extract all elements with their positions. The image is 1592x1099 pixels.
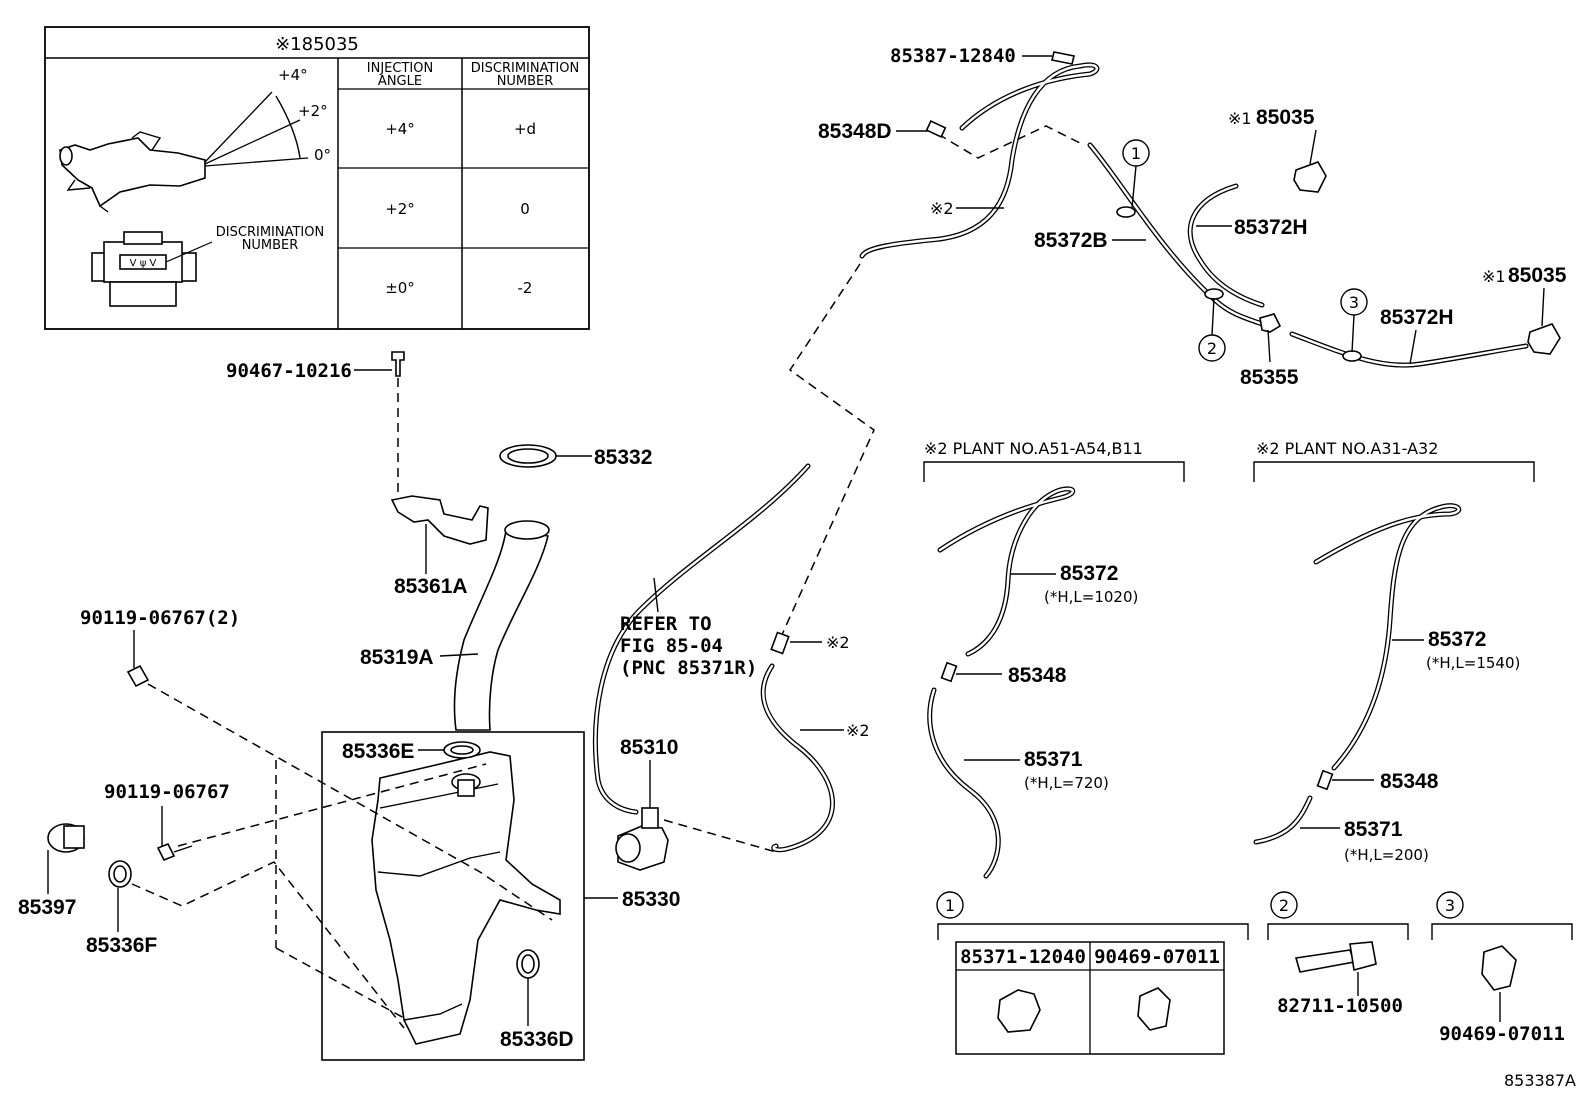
- callout-circle-3: 3: [1340, 288, 1368, 353]
- plant-a31-85372-note: (*H,L=1540): [1426, 654, 1520, 672]
- plant-a31-title: ※2 PLANT NO.A31-A32: [1256, 439, 1438, 458]
- nozzle-side-view: [59, 91, 309, 213]
- note-1-prefix: ※1: [1228, 109, 1252, 128]
- table-cell-angle: ±0°: [385, 279, 415, 297]
- nozzle-top-view: [91, 231, 197, 307]
- table-cell-number: +d: [514, 120, 536, 138]
- part-85372B: 85372B: [1034, 229, 1108, 252]
- part-85310: 85310: [620, 736, 678, 759]
- clip3-part: 90469-07011: [1439, 1023, 1565, 1045]
- part-85348D: 85348D: [818, 120, 892, 143]
- svg-text:2: 2: [1279, 896, 1289, 915]
- discrimination-mark: V ψ V: [130, 258, 157, 269]
- clip2-part: 82711-10500: [1277, 995, 1403, 1017]
- part-85336E: 85336E: [342, 740, 414, 763]
- angle-plus4-label: +4°: [278, 66, 308, 84]
- tank-assembly: [47, 351, 835, 1061]
- svg-text:3: 3: [1349, 293, 1359, 312]
- part-85035-a: 85035: [1256, 106, 1315, 129]
- clip-detail-1: 1: [936, 891, 1249, 1055]
- plant-a31-85372: 85372: [1428, 628, 1486, 651]
- callout-circle-2: 2: [1198, 297, 1226, 362]
- table-header-discrimination: DISCRIMINATION: [471, 61, 579, 76]
- plant-a51-85372: 85372: [1060, 562, 1118, 585]
- table-cell-number: 0: [520, 200, 530, 218]
- table-cell-number: -2: [518, 279, 533, 297]
- part-85355: 85355: [1240, 366, 1299, 389]
- discrimination-number-label-2: NUMBER: [242, 238, 299, 253]
- plant-a51-85372-note: (*H,L=1020): [1044, 588, 1138, 606]
- hose-routing-upper: [775, 51, 1561, 649]
- plant-a31-85348: 85348: [1380, 770, 1439, 793]
- svg-text:1: 1: [1131, 144, 1141, 163]
- note-2-mid: ※2: [826, 633, 850, 652]
- note-2-top: ※2: [930, 199, 954, 218]
- plant-a51-variant: [923, 461, 1185, 879]
- nozzle-angle-inset: ※185035 INJECTION ANGLE DISCRIMINATION N…: [44, 26, 590, 330]
- clip1-part-b: 90469-07011: [1094, 946, 1220, 968]
- svg-text:3: 3: [1445, 896, 1455, 915]
- note-1-prefix-b: ※1: [1482, 267, 1506, 286]
- svg-text:1: 1: [945, 896, 955, 915]
- refer-note-line2: FIG 85-04: [620, 635, 723, 657]
- part-85372H-b: 85372H: [1380, 306, 1454, 329]
- plant-a31-85371-note: (*H,L=200): [1344, 846, 1429, 864]
- table-header-discrimination-2: NUMBER: [497, 74, 554, 89]
- angle-plus2-label: +2°: [298, 102, 328, 120]
- note-2-low: ※2: [846, 721, 870, 740]
- plant-a51-85348: 85348: [1008, 664, 1067, 687]
- plant-a51-85371-note: (*H,L=720): [1024, 774, 1109, 792]
- clip1-part-a: 85371-12040: [960, 946, 1086, 968]
- part-90119-06767-2: 90119-06767(2): [80, 607, 240, 629]
- table-cell-angle: +4°: [385, 120, 415, 138]
- diagram-id: 853387A: [1504, 1071, 1576, 1090]
- part-85372H-a: 85372H: [1234, 216, 1308, 239]
- part-85336F: 85336F: [86, 934, 157, 957]
- part-85319A: 85319A: [360, 646, 434, 669]
- part-85336D: 85336D: [500, 1028, 574, 1051]
- svg-text:2: 2: [1207, 339, 1217, 358]
- part-90119-06767: 90119-06767: [104, 781, 230, 803]
- plant-a51-title: ※2 PLANT NO.A51-A54,B11: [924, 439, 1143, 458]
- plant-a31-85371: 85371: [1344, 818, 1403, 841]
- part-90467-10216: 90467-10216: [226, 360, 352, 382]
- plant-a31-variant: [1253, 461, 1535, 845]
- part-85387-12840: 85387-12840: [890, 45, 1016, 67]
- clip-detail-2: 2: [1267, 891, 1409, 973]
- table-header-injection-2: ANGLE: [378, 74, 422, 89]
- clip-detail-3: 3: [1431, 891, 1573, 991]
- angle-zero-label: 0°: [314, 146, 331, 164]
- part-85332: 85332: [594, 446, 652, 469]
- part-85361A: 85361A: [394, 575, 468, 598]
- part-85035-b: 85035: [1508, 264, 1567, 287]
- refer-note-line3: (PNC 85371R): [620, 657, 757, 679]
- inset-title: ※185035: [275, 34, 359, 55]
- part-85397: 85397: [18, 896, 76, 919]
- table-header-injection: INJECTION: [367, 61, 433, 76]
- table-cell-angle: +2°: [385, 200, 415, 218]
- discrimination-number-label: DISCRIMINATION: [216, 225, 324, 240]
- part-85330: 85330: [622, 888, 680, 911]
- callout-circle-1: 1: [1122, 139, 1150, 209]
- plant-a51-85371: 85371: [1024, 748, 1083, 771]
- refer-note-line1: REFER TO: [620, 613, 712, 635]
